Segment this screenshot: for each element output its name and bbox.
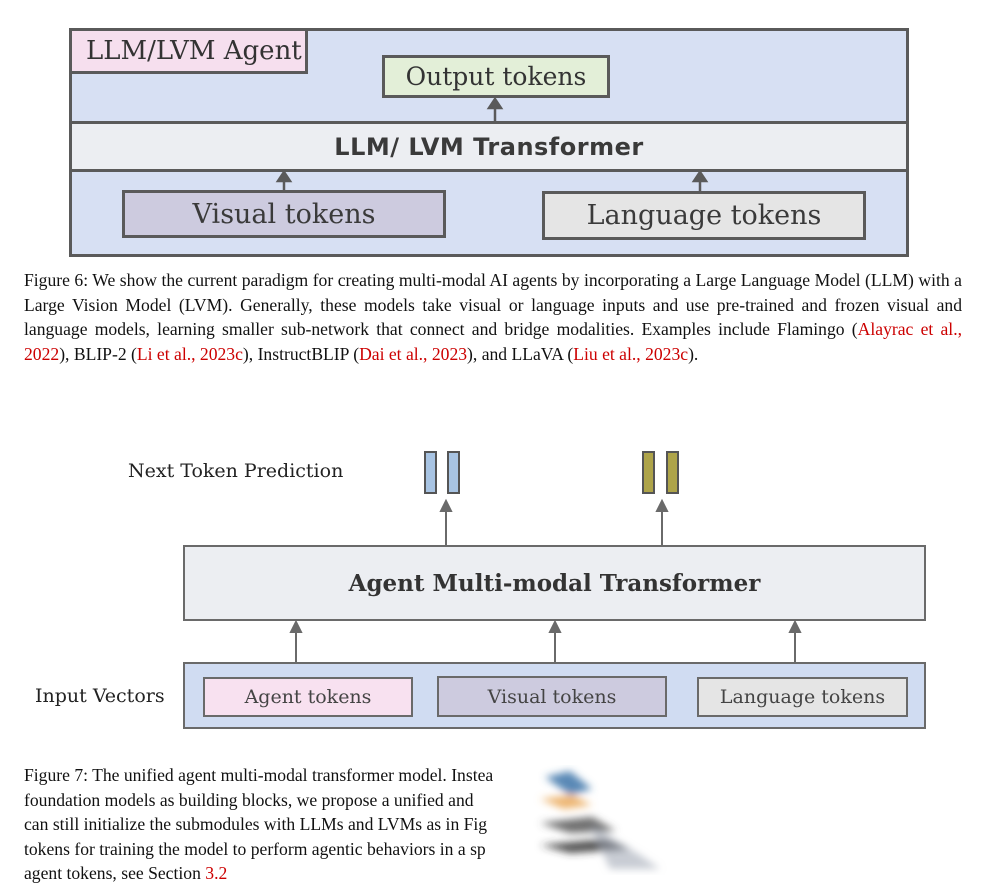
arrow-up-icon [548, 619, 562, 662]
arrow-up-icon [655, 498, 669, 545]
llm-lvm-transformer-box: LLM/ LVM Transformer [69, 121, 909, 172]
citation-link[interactable]: Li et al., 2023c [136, 343, 243, 364]
arrow-to-output-icon [486, 96, 504, 121]
figure7-arrows [289, 498, 802, 662]
blur-overlay-graphic [530, 765, 660, 869]
visual-tokens-box: Visual tokens [122, 190, 446, 238]
input-vectors-label: Input Vectors [35, 685, 165, 707]
agent-tokens-box: Agent tokens [203, 677, 413, 717]
caption-line: agent tokens, see Section 3.2 [24, 863, 228, 883]
arrow-up-icon [289, 619, 303, 662]
citation-link[interactable]: Dai et al., 2023 [359, 343, 468, 364]
caption-line: tokens for training the model to perform… [24, 838, 486, 859]
next-token-prediction-label: Next Token Prediction [128, 460, 344, 482]
output-token-bar [642, 451, 655, 494]
output-tokens-box: Output tokens [382, 55, 610, 98]
figure6-caption: Figure 6: We show the current paradigm f… [24, 270, 962, 364]
llm-lvm-agent-label: LLM/LVM Agent [69, 28, 308, 74]
agent-multimodal-transformer-box: Agent Multi-modal Transformer [183, 545, 926, 621]
citation-link[interactable]: Alayrac et al., 2022 [24, 319, 962, 364]
figure6-arrows [275, 96, 709, 191]
section-ref-link[interactable]: 3.2 [205, 863, 228, 883]
language-tokens-box: Language tokens [697, 677, 908, 717]
output-token-bar [447, 451, 460, 494]
arrow-up-icon [788, 619, 802, 662]
citation-link[interactable]: Liu et al., 2023c [573, 343, 689, 364]
arrow-language-to-transformer-icon [691, 169, 709, 191]
caption-line: can still initialize the submodules with… [24, 814, 488, 834]
output-token-bar [666, 451, 679, 494]
visual-tokens-box: Visual tokens [437, 676, 667, 717]
caption-line: foundation models as building blocks, we… [24, 789, 474, 810]
arrow-up-icon [439, 498, 453, 545]
output-token-bar [424, 451, 437, 494]
arrow-visual-to-transformer-icon [275, 169, 293, 190]
caption-line: Figure 7: The unified agent multi-modal … [24, 765, 494, 785]
language-tokens-box: Language tokens [542, 191, 866, 240]
figure7-caption: Figure 7: The unified agent multi-modal … [24, 763, 624, 886]
